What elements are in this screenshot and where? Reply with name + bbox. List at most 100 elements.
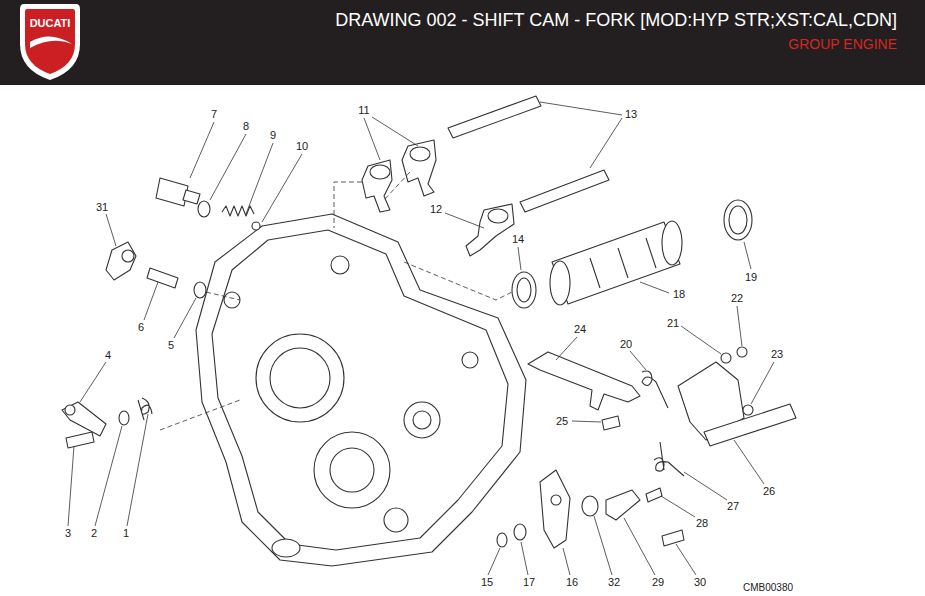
ball	[252, 222, 260, 230]
bore	[314, 432, 390, 508]
callout-number: 32	[607, 577, 621, 588]
callout-number: 11	[357, 105, 370, 116]
callout-number: 5	[167, 340, 175, 351]
callout-number: 29	[651, 577, 665, 588]
drawing-code: CMB00380	[743, 583, 793, 593]
callout-number: 26	[762, 486, 776, 497]
bearing-ring-inner	[517, 278, 531, 302]
callout-number: 31	[95, 202, 109, 213]
washer	[119, 411, 129, 425]
washer	[582, 496, 598, 516]
fork-bore	[370, 165, 390, 179]
assembly-line	[384, 172, 410, 200]
selector-shaft	[704, 404, 796, 446]
assembly-line	[206, 292, 240, 300]
callout-number: 27	[726, 501, 740, 512]
callout-number: 10	[295, 141, 309, 152]
callout-number: 16	[565, 577, 579, 588]
circlip	[497, 533, 507, 547]
plug-screw-tip	[183, 190, 200, 204]
sensor-bracket	[106, 242, 136, 280]
callout-number: 2	[90, 528, 98, 539]
bore-inner	[413, 411, 431, 429]
sensor-hole	[122, 250, 134, 262]
shift-drum-end	[550, 261, 570, 305]
callout-number: 4	[104, 350, 112, 361]
logo-swoosh	[30, 36, 72, 48]
spring	[222, 206, 254, 216]
logo-text: DUCATI	[30, 18, 71, 29]
callout-number: 12	[429, 204, 443, 215]
bearing-bore	[256, 334, 344, 422]
neutral-switch	[147, 268, 178, 288]
screw	[646, 488, 662, 502]
assembly-lines	[160, 172, 512, 430]
shift-fork	[466, 204, 514, 256]
callout-number: 7	[210, 109, 218, 120]
bearing-ring	[512, 272, 536, 308]
callout-number: 20	[619, 339, 633, 350]
drawing-title: DRAWING 002 - SHIFT CAM - FORK [MOD:HYP …	[335, 11, 897, 29]
leader-line	[488, 440, 764, 575]
plate-hole	[551, 495, 561, 505]
logo-shield-red	[25, 9, 75, 74]
stopper-plate	[528, 352, 640, 410]
leader-lines	[68, 102, 774, 575]
leader-line	[190, 122, 302, 222]
bearing-bore-inner	[270, 348, 330, 408]
lever	[62, 402, 106, 436]
spring	[138, 398, 152, 420]
group-name: GROUP ENGINE	[788, 37, 897, 51]
assembly-line	[160, 400, 240, 430]
callout-number: 21	[666, 318, 680, 329]
cam-lever	[606, 490, 640, 520]
leader-line	[556, 306, 774, 422]
screw	[602, 416, 620, 430]
bush	[743, 405, 753, 415]
leader-line	[445, 213, 751, 293]
leader-line	[80, 214, 196, 402]
boss	[224, 292, 240, 308]
drum-groove	[590, 238, 656, 288]
bore-inner	[330, 448, 374, 492]
index-plate	[540, 470, 570, 548]
callout-number: 14	[511, 234, 525, 245]
callout-number: 1	[122, 528, 130, 539]
spring	[654, 442, 684, 476]
assembly-line	[334, 182, 362, 228]
header-bar	[0, 0, 925, 85]
crankcase	[196, 214, 526, 566]
shift-fork	[402, 140, 436, 196]
callout-number: 19	[744, 272, 758, 283]
assembly-line	[404, 262, 512, 300]
leader-line	[364, 102, 622, 168]
callout-number: 9	[269, 130, 277, 141]
washer	[194, 282, 206, 298]
boss	[384, 508, 408, 532]
washer	[198, 201, 210, 217]
callout-number: 18	[672, 289, 686, 300]
logo-shield	[20, 4, 80, 80]
callout-number: 28	[695, 518, 709, 529]
callout-number: 30	[693, 577, 707, 588]
shift-drum-end	[662, 221, 682, 265]
callout-number: 15	[480, 577, 494, 588]
callout-number: 8	[242, 121, 250, 132]
bearing-ring-inner	[729, 206, 747, 234]
callout-number: 13	[624, 109, 638, 120]
callout-number: 3	[64, 528, 72, 539]
shift-fork	[362, 160, 392, 212]
parts	[62, 96, 796, 566]
callout-number: 22	[730, 293, 744, 304]
callout-number: 6	[137, 322, 145, 333]
screw	[66, 432, 94, 448]
fork-rod	[448, 96, 541, 138]
shift-drum	[552, 222, 680, 304]
spring	[642, 371, 668, 408]
bearing-ring	[724, 200, 752, 240]
crankcase-inner	[212, 230, 508, 550]
plug-screw	[156, 178, 188, 206]
leader-line	[68, 414, 148, 526]
callout-number: 23	[770, 349, 784, 360]
